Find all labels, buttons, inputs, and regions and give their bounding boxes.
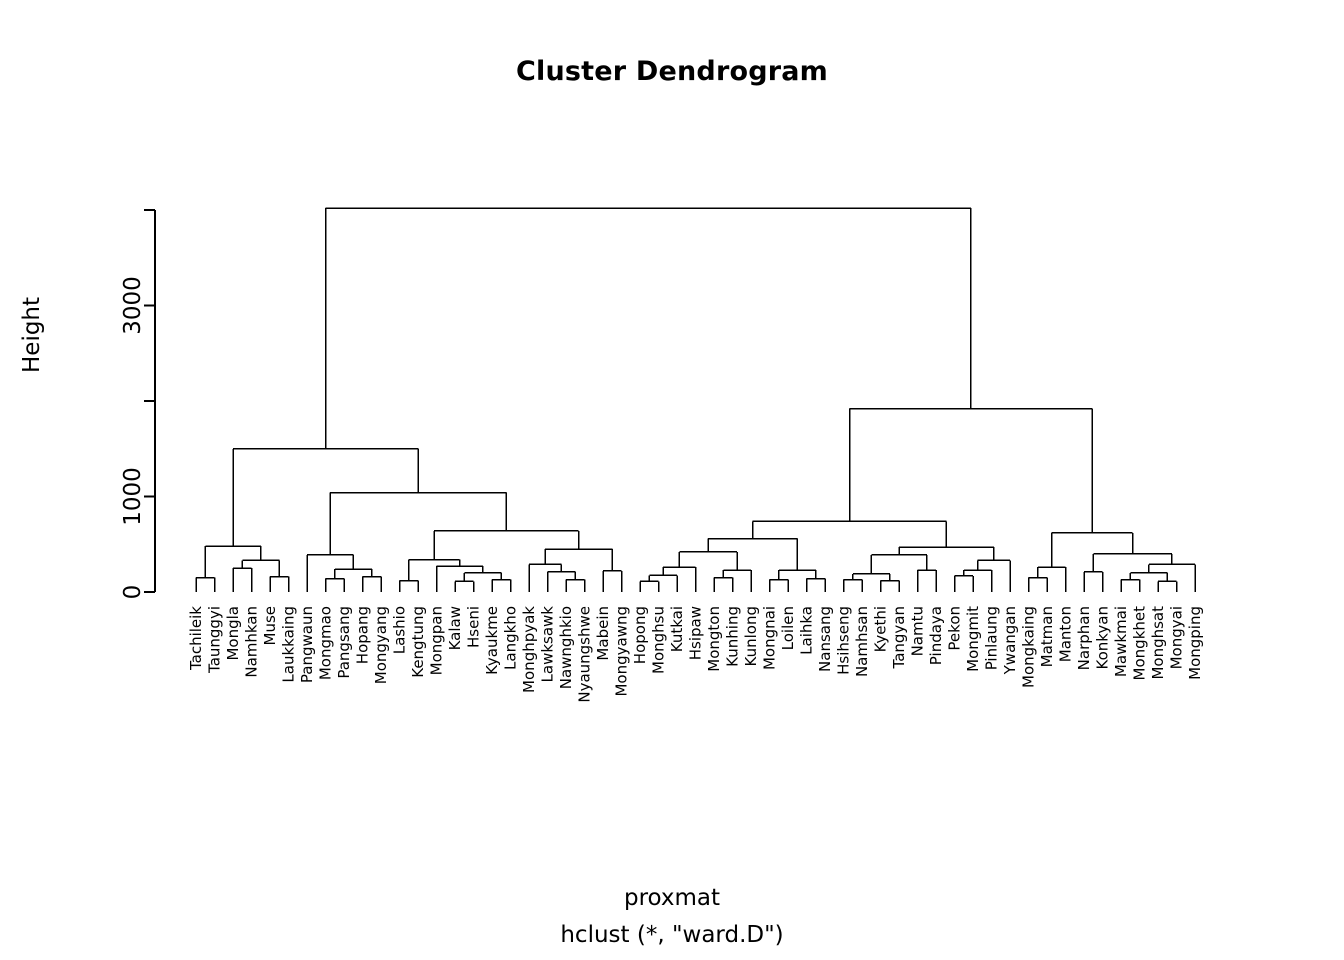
leaf-label: Monghsat [1149, 606, 1167, 680]
leaf-label: Hsipaw [687, 606, 705, 660]
leaf-label: Lawksawk [539, 606, 557, 683]
leaf-label: Mongmao [317, 606, 335, 680]
leaf-label: Pangwaun [298, 606, 316, 683]
leaf-label: Pinlaung [983, 606, 1001, 670]
dendrogram-branches [195, 207, 1196, 592]
leaf-label: Kyaukme [483, 606, 501, 675]
leaf-label: Konkyan [1094, 606, 1112, 670]
leaf-label: Namtu [909, 606, 927, 656]
leaf-label: Tangyan [890, 606, 908, 669]
leaf-label: Laihka [798, 606, 816, 655]
leaf-label: Mongmit [964, 606, 982, 672]
leaf-label: Hsihseng [835, 606, 853, 675]
leaf-label: Mongnai [761, 606, 779, 670]
leaf-label: Kutkai [668, 606, 686, 652]
leaf-label: Mongyawng [613, 606, 631, 697]
leaf-label: Pindaya [927, 606, 945, 665]
leaf-label: Kengtung [409, 606, 427, 678]
leaf-label: Hopong [631, 606, 649, 664]
method-caption: hclust (*, "ward.D") [560, 922, 784, 948]
leaf-label: Monghpyak [520, 606, 538, 693]
leaf-label: Mongla [224, 606, 242, 661]
leaf-label: Mawkmai [1112, 606, 1130, 677]
leaf-label: Mongkaing [1020, 606, 1038, 688]
y-axis-tick-label: 0 [120, 585, 146, 600]
leaf-label: Mongpan [428, 606, 446, 675]
leaf-label: Mongkhet [1131, 606, 1149, 681]
leaf-label: Manton [1057, 606, 1075, 662]
leaf-label: Matman [1038, 606, 1056, 667]
leaf-label: Nawnghkio [557, 606, 575, 689]
leaf-label: Mongping [1186, 606, 1204, 680]
leaf-label: Namhkan [243, 606, 261, 678]
leaf-label: Tachileik [187, 606, 205, 671]
leaf-label: Hseni [465, 606, 483, 648]
leaf-label: Narphan [1075, 606, 1093, 670]
leaf-label: Loilen [779, 606, 797, 650]
leaf-label: Kunlong [742, 606, 760, 666]
leaf-label: Mabein [594, 606, 612, 661]
y-axis-tick-label: 3000 [120, 276, 146, 335]
leaf-label: Mongyang [372, 606, 390, 684]
leaf-label: Nyaungshwe [576, 606, 594, 703]
leaf-label: Ywangan [1001, 606, 1019, 675]
leaf-label: Kunhing [724, 606, 742, 667]
leaf-label: Hopang [354, 606, 372, 664]
page-title: Cluster Dendrogram [515, 56, 829, 87]
leaf-label: Namhsan [853, 606, 871, 677]
leaf-label: Muse [261, 606, 279, 646]
leaf-label: Mongton [705, 606, 723, 672]
leaf-label: Laukkaing [280, 606, 298, 683]
leaf-label: Langkho [502, 606, 520, 670]
leaf-label: Kalaw [446, 606, 464, 650]
leaf-label: Nansang [816, 606, 834, 672]
leaf-label: Pangsang [335, 606, 353, 679]
leaf-label: Kyethi [872, 606, 890, 652]
leaf-label: Pekon [946, 606, 964, 651]
leaf-label: Monghsu [650, 606, 668, 674]
x-axis-label: proxmat [623, 885, 721, 911]
leaf-label: Taunggyi [206, 606, 224, 674]
y-axis-tick-label: 1000 [120, 467, 146, 526]
y-axis: 0 1000 3000 [120, 208, 157, 600]
leaf-label: Lashio [391, 606, 409, 654]
leaf-label: Mongyai [1168, 606, 1186, 669]
